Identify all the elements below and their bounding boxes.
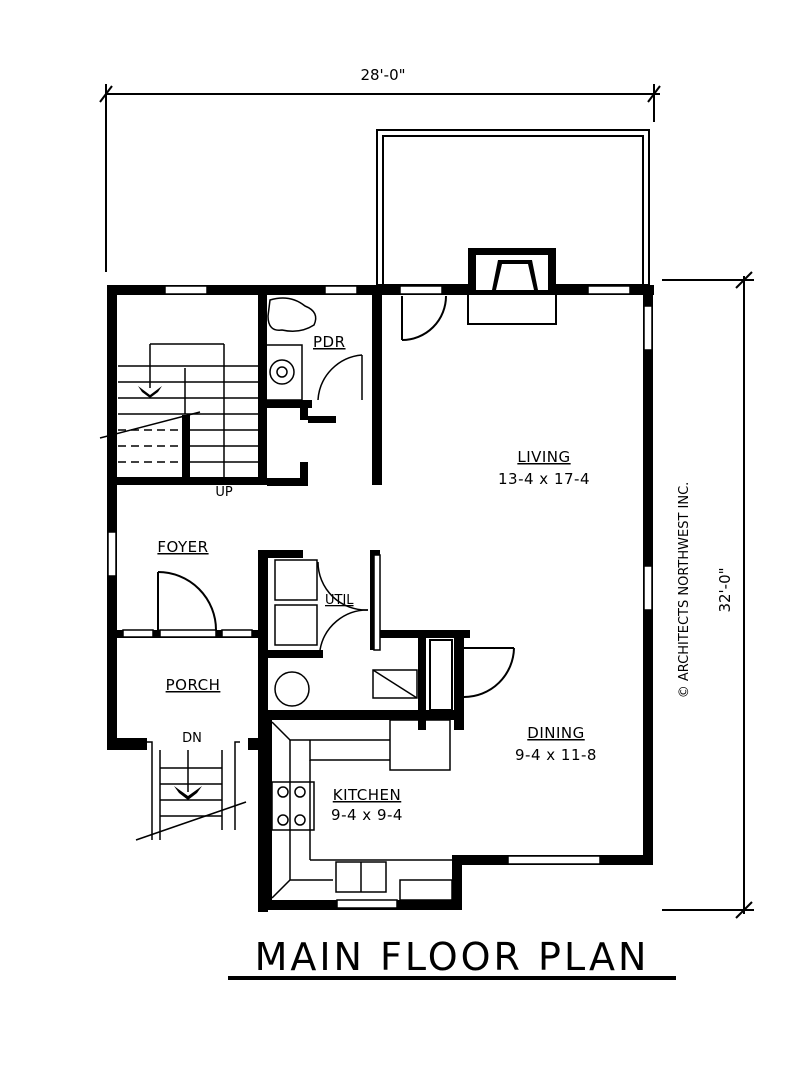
living-door [401, 295, 447, 341]
room-label-foyer: FOYER [157, 538, 208, 556]
windows [107, 285, 653, 909]
width-dimension: 28'-0" [360, 66, 405, 84]
fireplace [467, 248, 557, 325]
room-label-util: UTIL [325, 593, 354, 608]
stair-down [135, 741, 247, 841]
pantry-door [429, 639, 515, 711]
room-label-kitchen: KITCHEN [333, 786, 402, 804]
stair-down-label: DN [182, 731, 202, 746]
depth-dimension: 32'-0" [716, 567, 734, 612]
foyer-windows [122, 629, 253, 638]
room-size-dining: 9-4 x 11-8 [515, 746, 597, 764]
room-label-porch: PORCH [166, 676, 221, 694]
room-label-dining: DINING [527, 724, 584, 742]
title-underline [228, 976, 676, 980]
stair-down-arrow-icon [174, 786, 202, 800]
room-size-living: 13-4 x 17-4 [498, 470, 590, 488]
room-label-pdr: PDR [313, 333, 346, 351]
utility-fixtures [274, 554, 418, 707]
stair-arrow-icon [138, 386, 162, 398]
right-dimension-line [662, 271, 754, 919]
front-door [157, 571, 217, 631]
stair-up-label: UP [215, 485, 233, 500]
copyright-notice: © ARCHITECTS NORTHWEST INC. [677, 482, 692, 699]
stair-up [99, 343, 258, 480]
kitchen-counters [271, 719, 455, 901]
top-dimension-line [99, 84, 661, 272]
powder-room-fixtures [265, 297, 363, 401]
interior-walls [117, 295, 470, 912]
drawing-title: MAIN FLOOR PLAN [255, 935, 650, 979]
room-size-kitchen: 9-4 x 9-4 [331, 806, 403, 824]
room-label-living: LIVING [517, 448, 570, 466]
